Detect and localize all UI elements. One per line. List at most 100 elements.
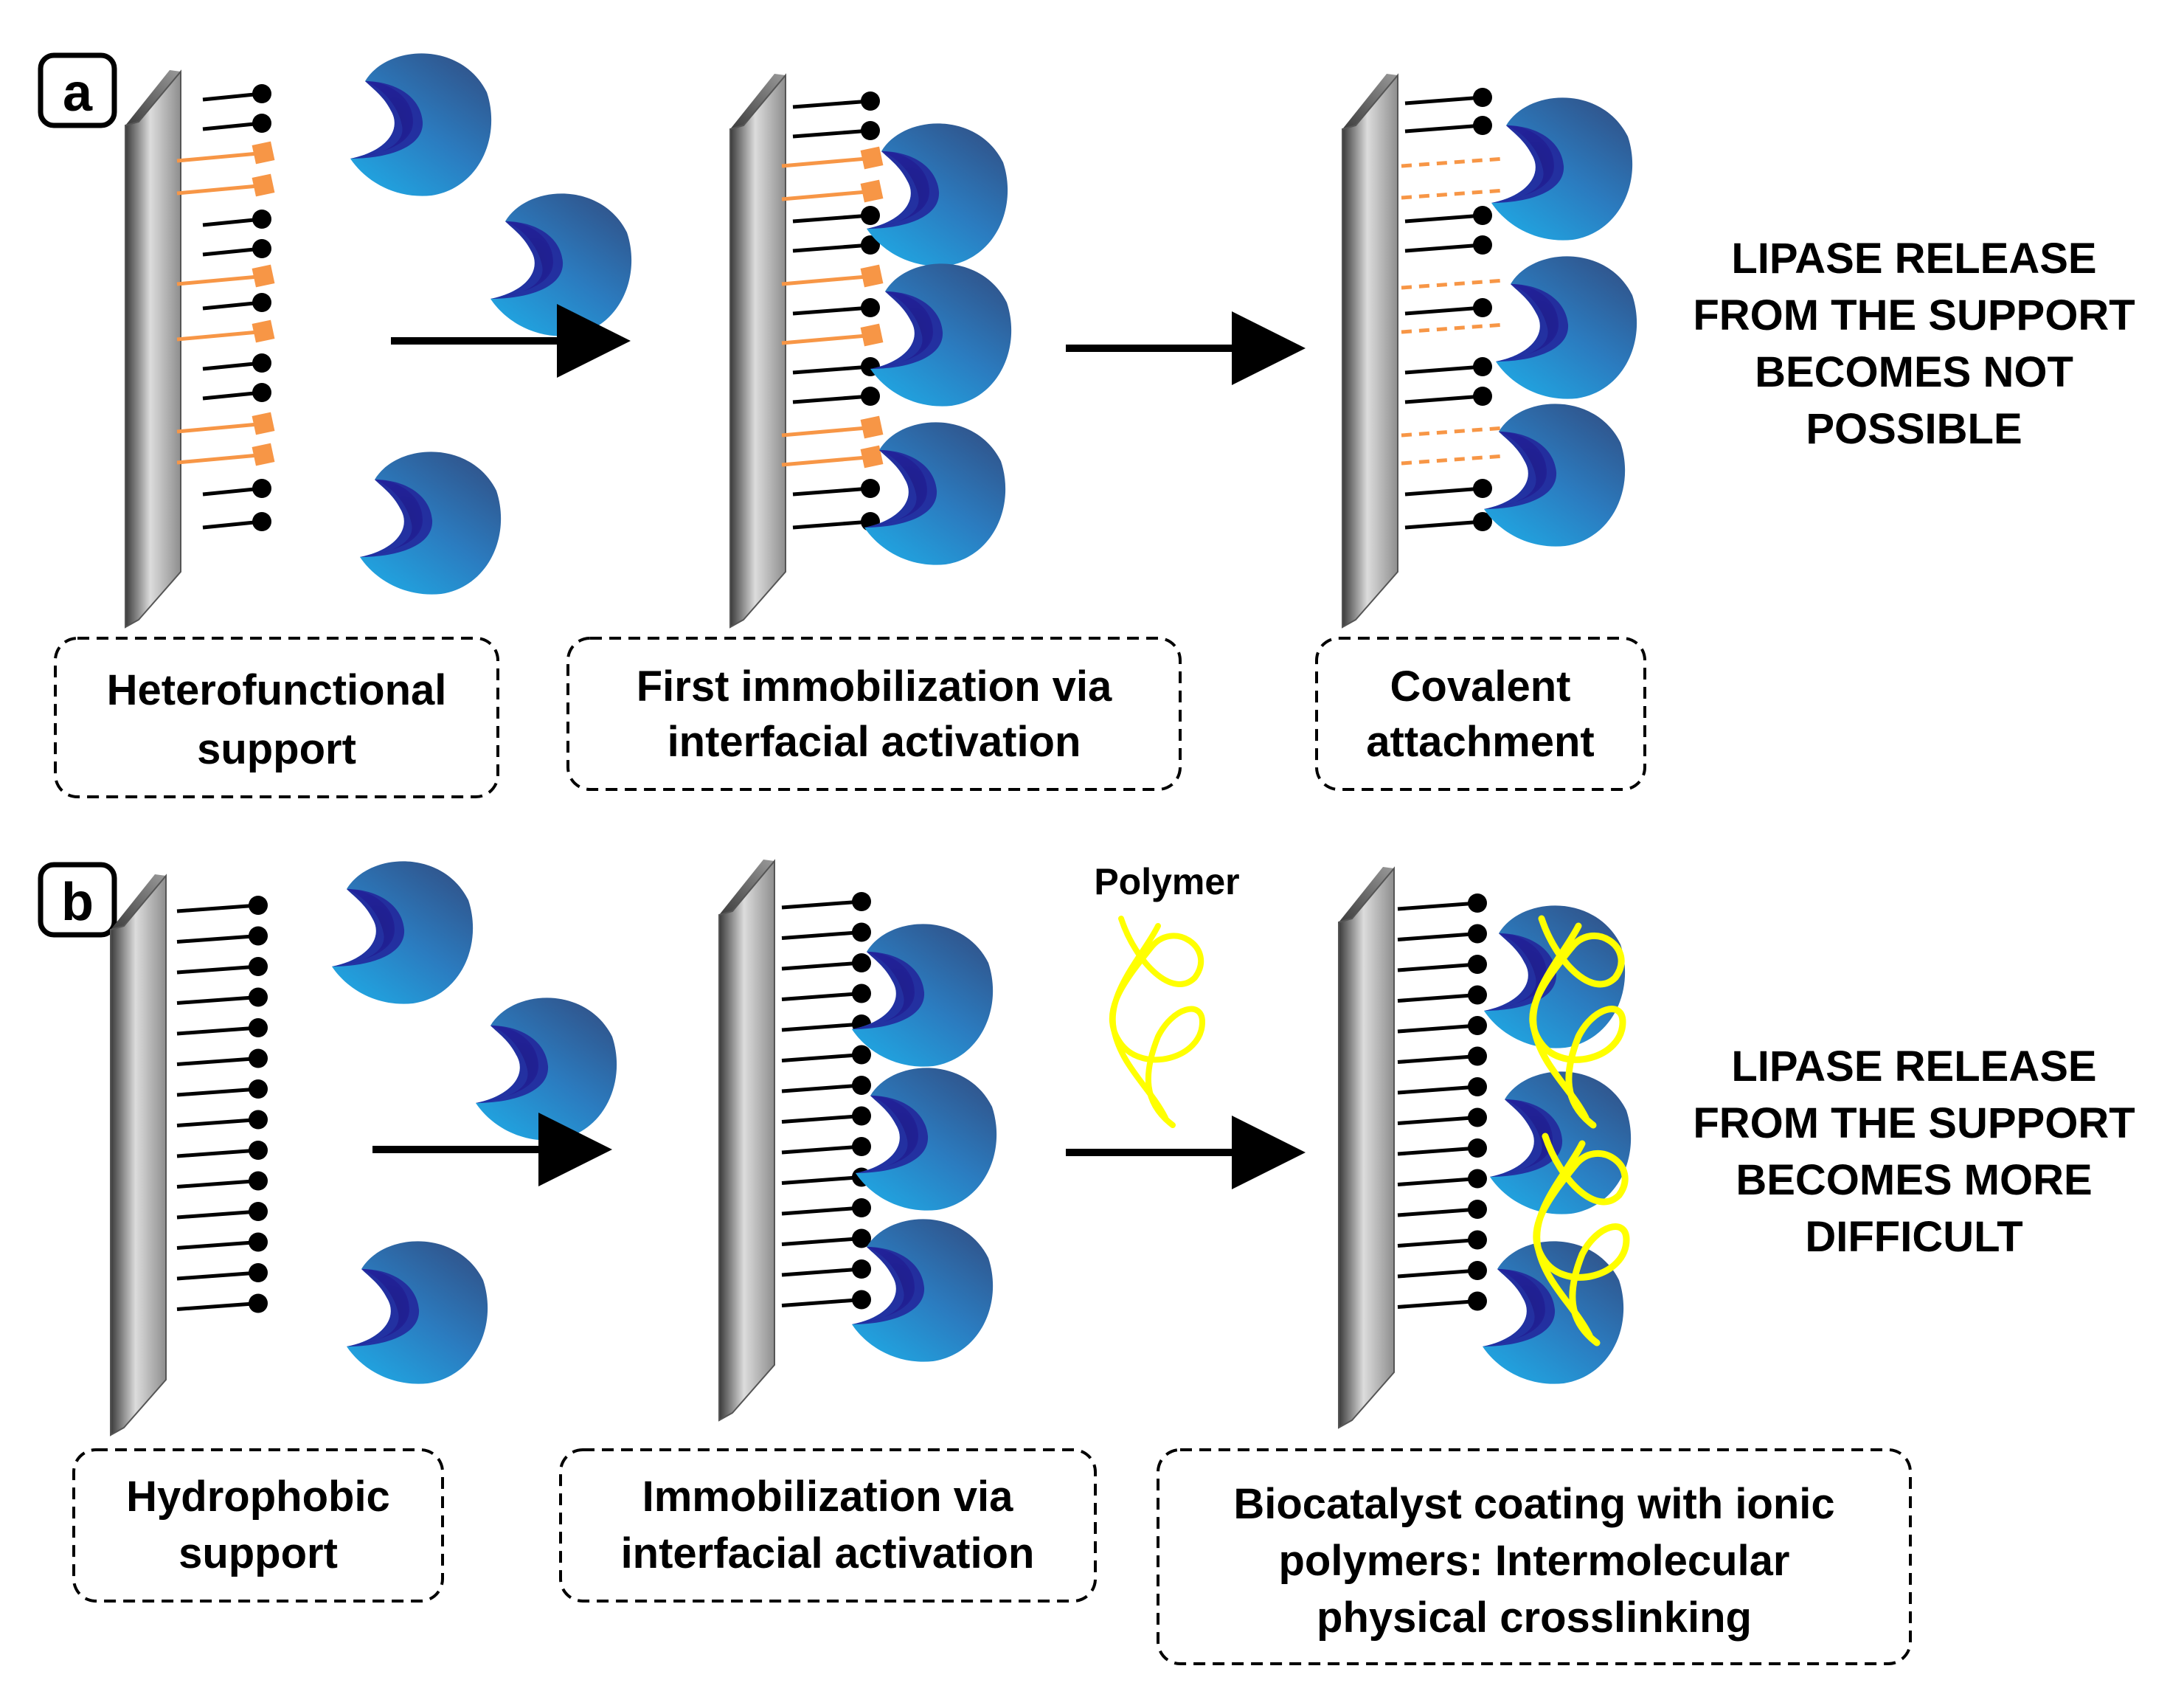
hydrophobic-group-stick bbox=[781, 1237, 862, 1246]
hydrophobic-group-stick bbox=[792, 128, 871, 139]
hydrophobic-group-icon bbox=[1473, 512, 1492, 531]
caption-heterofunctional-support: Heterofunctional support bbox=[54, 637, 499, 798]
hydrophobic-group-icon bbox=[252, 293, 271, 312]
hydrophobic-group-stick bbox=[1404, 213, 1483, 224]
lipase-enzyme-icon bbox=[1496, 256, 1637, 399]
hydrophobic-group-icon bbox=[1473, 206, 1492, 225]
caption-covalent-attachment: Covalent attachment bbox=[1315, 637, 1646, 791]
hydrophobic-group-stick bbox=[1397, 1299, 1478, 1309]
hydrophobic-group-icon bbox=[852, 1137, 871, 1156]
hydrophobic-group-icon bbox=[1468, 1046, 1487, 1066]
reactive-group-stick bbox=[1401, 188, 1505, 200]
hydrophobic-group-icon bbox=[1468, 893, 1487, 913]
hydrophobic-group-icon bbox=[852, 1290, 871, 1310]
hydrophobic-group-icon bbox=[249, 896, 268, 915]
enzyme-cavity bbox=[332, 889, 405, 967]
hydrophobic-group-stick bbox=[781, 1267, 862, 1277]
enzyme-cavity bbox=[1496, 284, 1569, 362]
lipase-enzyme-icon bbox=[360, 452, 502, 595]
polymer-chain-icon bbox=[1533, 1133, 1630, 1346]
support-after-interfacial-activation bbox=[718, 859, 871, 1422]
hydrophobic-group-stick bbox=[1404, 95, 1483, 106]
hydrophobic-group-stick bbox=[176, 934, 259, 944]
reactive-group-icon bbox=[860, 146, 884, 170]
hydrophobic-group-stick bbox=[176, 1057, 259, 1066]
hydrophobic-group-stick bbox=[792, 364, 871, 375]
reactive-group-stick bbox=[1401, 454, 1505, 466]
lipase-enzyme-icon bbox=[1490, 1071, 1632, 1214]
hydrophobic-group-stick bbox=[1397, 932, 1478, 941]
reactive-group-icon bbox=[252, 443, 275, 466]
reactive-group-stick bbox=[781, 455, 867, 467]
hydrophobic-group-stick bbox=[1404, 123, 1483, 134]
caption-line: physical crosslinking bbox=[1317, 1594, 1752, 1642]
hydrophobic-group-stick bbox=[1397, 962, 1478, 972]
caption-line: Hydrophobic bbox=[126, 1473, 390, 1521]
enzyme-cavity bbox=[852, 1247, 925, 1324]
hydrophobic-group-icon bbox=[852, 1259, 871, 1279]
enzyme-cavity bbox=[852, 952, 925, 1029]
hydrophobic-group-stick bbox=[176, 1179, 259, 1189]
hydrophobic-group-icon bbox=[252, 512, 271, 531]
polymer-label: Polymer bbox=[1094, 861, 1239, 902]
enzyme-cavity bbox=[1490, 1099, 1563, 1177]
caption-line: support bbox=[178, 1529, 338, 1577]
hydrophobic-group-icon bbox=[1468, 1016, 1487, 1035]
reactive-group-stick bbox=[781, 426, 867, 438]
panel-a-badge: a bbox=[38, 52, 117, 128]
lipase-enzyme-icon bbox=[856, 1068, 997, 1211]
hydrophobic-group-stick bbox=[176, 1026, 259, 1036]
result-line: DIFFICULT bbox=[1805, 1213, 2022, 1261]
hydrophobic-group-icon bbox=[861, 479, 880, 498]
hydrophobic-group-icon bbox=[1468, 985, 1487, 1005]
reactive-group-stick bbox=[781, 190, 867, 201]
hydrophobic-group-stick bbox=[1397, 1177, 1478, 1186]
hydrophobic-group-icon bbox=[852, 1228, 871, 1248]
hydrophobic-group-stick bbox=[781, 961, 862, 971]
hydrophobic-group-icon bbox=[249, 1202, 268, 1221]
caption-line: First immobilization via bbox=[637, 663, 1112, 711]
hydrophobic-group-stick bbox=[1404, 486, 1483, 497]
enzyme-cavity bbox=[856, 1096, 929, 1173]
hydrophobic-group-icon bbox=[252, 84, 271, 103]
hydrophobic-group-icon bbox=[861, 387, 880, 406]
hydrophobic-group-stick bbox=[792, 519, 871, 530]
hydrophobic-group-stick bbox=[202, 390, 263, 401]
hydrophobic-group-stick bbox=[792, 99, 871, 109]
hydrophobic-group-stick bbox=[781, 1206, 862, 1216]
hydrophobic-group-icon bbox=[249, 1232, 268, 1252]
reactive-group-icon bbox=[860, 415, 884, 439]
polymer-chain-icon bbox=[1529, 915, 1626, 1129]
panel-b-badge: b bbox=[38, 862, 117, 938]
reactive-group-stick bbox=[176, 184, 259, 196]
result-line: FROM THE SUPPORT bbox=[1693, 1099, 2135, 1147]
result-text-b: LIPASE RELEASE FROM THE SUPPORT BECOMES … bbox=[1693, 1043, 2135, 1261]
hydrophobic-group-stick bbox=[1397, 993, 1478, 1003]
hydrophobic-group-icon bbox=[1468, 1138, 1487, 1158]
polymer-strand bbox=[1109, 916, 1205, 1128]
reactive-group-stick bbox=[1401, 156, 1505, 168]
caption-hydrophobic-support: Hydrophobic support bbox=[72, 1448, 444, 1603]
hydrophobic-group-stick bbox=[1397, 1116, 1478, 1125]
panel-b: b Polymer Hydrophobic support Immobiliza… bbox=[38, 859, 2135, 1665]
hydrophobic-group-stick bbox=[202, 486, 263, 497]
hydrophobic-group-icon bbox=[252, 383, 271, 402]
hydrophobic-group-icon bbox=[252, 239, 271, 258]
hydrophobic-group-icon bbox=[852, 953, 871, 972]
hydrophobic-group-icon bbox=[1468, 924, 1487, 944]
result-line: POSSIBLE bbox=[1806, 405, 2022, 453]
hydrophobic-group-stick bbox=[176, 995, 259, 1005]
hydrophobic-group-icon bbox=[249, 957, 268, 976]
lipase-enzyme-icon bbox=[350, 53, 492, 196]
reactive-group-stick bbox=[1401, 322, 1505, 334]
hydrophobic-group-stick bbox=[781, 1083, 862, 1093]
reactive-group-stick bbox=[781, 274, 867, 286]
support-plate-top bbox=[730, 74, 786, 129]
hydrophobic-group-icon bbox=[1468, 1200, 1487, 1219]
enzyme-cavity bbox=[864, 450, 937, 528]
heterofunctional-support bbox=[125, 69, 275, 629]
hydrophobic-group-icon bbox=[249, 1263, 268, 1282]
reactive-group-stick bbox=[176, 422, 259, 434]
lipase-enzyme-icon bbox=[852, 924, 994, 1067]
